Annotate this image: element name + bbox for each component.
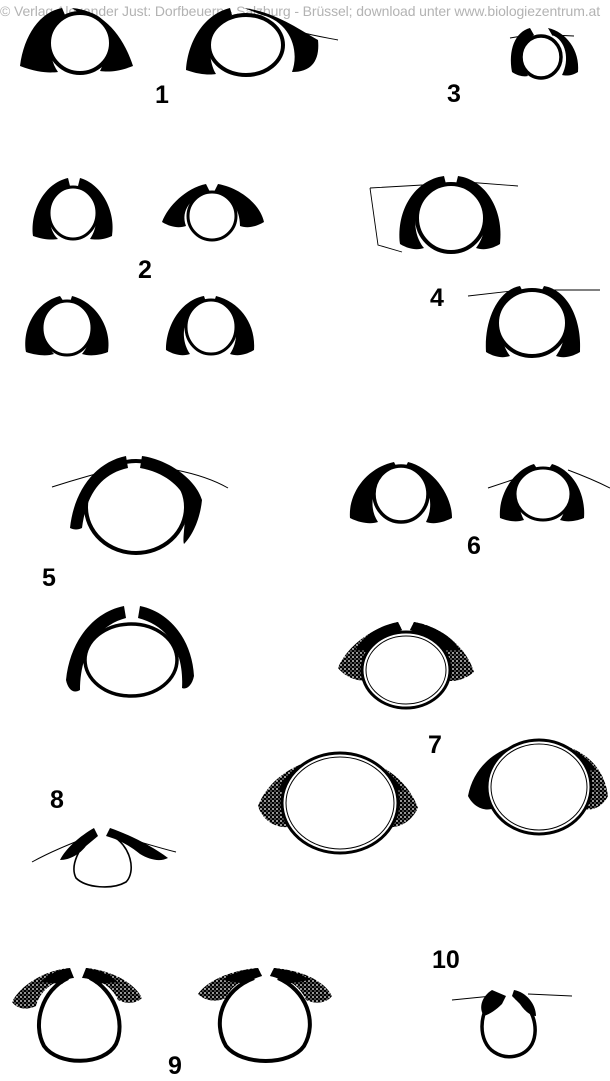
figure-4-bottom bbox=[468, 286, 600, 357]
figure-5 bbox=[52, 456, 228, 553]
figure-number-6: 6 bbox=[467, 534, 481, 559]
figure-7-top bbox=[338, 622, 474, 708]
figure-2-top-left bbox=[33, 178, 113, 240]
figure-number-3: 3 bbox=[447, 82, 461, 107]
figure-number-9: 9 bbox=[168, 1054, 182, 1079]
figure-1-left bbox=[20, 8, 133, 73]
figure-7-bottom-right bbox=[468, 740, 608, 834]
figure-2-bottom-right bbox=[166, 296, 254, 355]
figure-2-bottom-left bbox=[25, 296, 108, 355]
figure-number-4: 4 bbox=[430, 286, 444, 311]
figure-6-right bbox=[488, 464, 610, 521]
figure-9-right bbox=[198, 968, 332, 1061]
figure-7-bottom-left bbox=[258, 753, 418, 853]
figure-unlabelled-outline bbox=[66, 606, 194, 696]
figure-8 bbox=[32, 828, 176, 887]
figure-number-2: 2 bbox=[138, 258, 152, 283]
figure-number-7: 7 bbox=[428, 733, 442, 758]
figure-number-5: 5 bbox=[42, 566, 56, 591]
figure-2-top-right bbox=[162, 184, 264, 240]
figure-number-8: 8 bbox=[50, 788, 64, 813]
figure-1-right bbox=[186, 8, 338, 75]
figure-9-left bbox=[12, 968, 142, 1061]
figure-4-top bbox=[370, 176, 518, 252]
figure-number-1: 1 bbox=[155, 83, 169, 108]
figure-number-10: 10 bbox=[432, 948, 460, 973]
figure-6-left bbox=[350, 462, 452, 523]
figure-3 bbox=[510, 28, 578, 78]
figure-10 bbox=[452, 990, 572, 1057]
